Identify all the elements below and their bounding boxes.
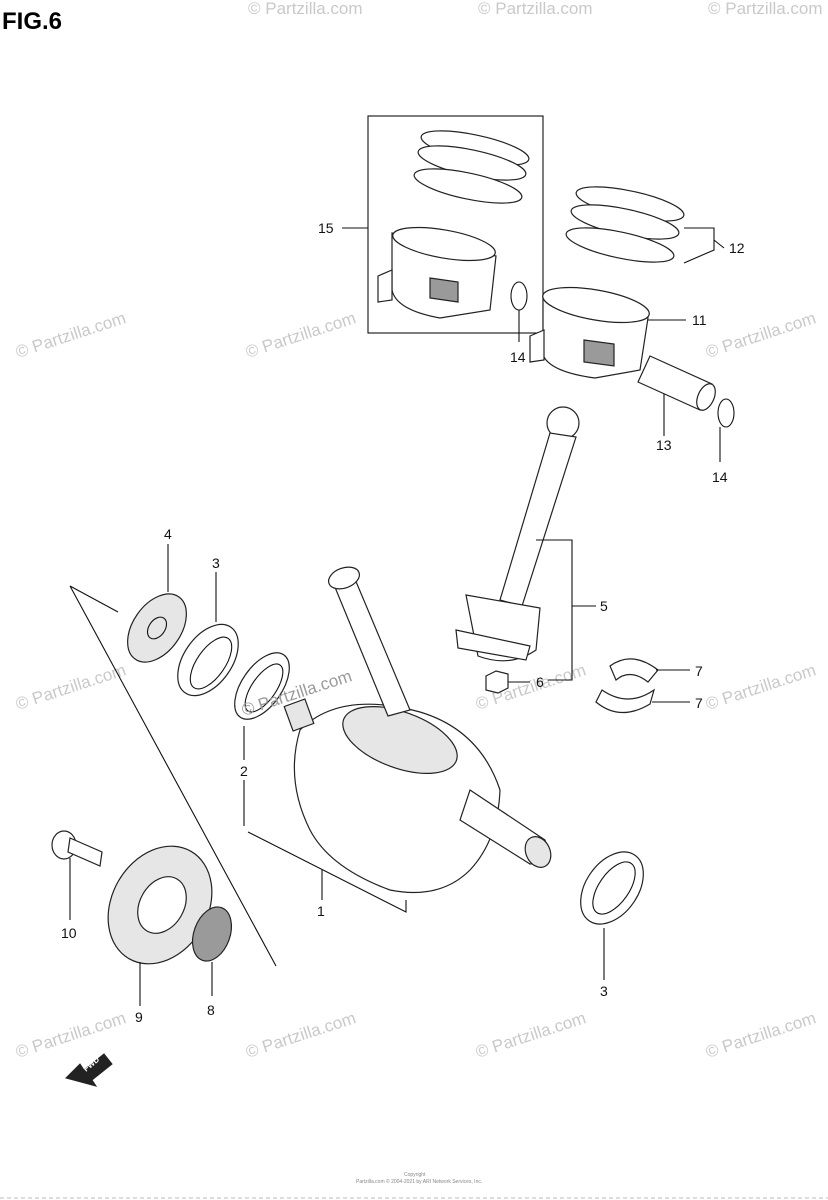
callout-2: 2 — [240, 763, 248, 779]
group-line-5 — [536, 539, 596, 681]
watermark: © Partzilla.com — [13, 660, 128, 713]
oil-seal — [234, 652, 290, 720]
callout-13: 13 — [656, 437, 672, 453]
watermark: © Partzilla.com — [703, 308, 818, 361]
copyright-line-2: Partzilla.com © 2004-2021 by ARI Network… — [356, 1178, 482, 1185]
fwd-arrow: FWD — [65, 1053, 113, 1087]
callout-10: 10 — [61, 925, 77, 941]
callouts: 1 2 3 3 4 5 6 7 7 8 9 10 11 12 13 14 14 … — [61, 220, 745, 1025]
watermark: © Partzilla.com — [703, 660, 818, 713]
piston-crown — [392, 226, 496, 262]
connecting-rod — [455, 406, 580, 662]
group-line-12 — [683, 227, 725, 264]
watermark: © Partzilla.com — [13, 308, 128, 361]
callout-9: 9 — [135, 1009, 143, 1025]
callout-7: 7 — [695, 695, 703, 711]
watermark: © Partzilla.com — [243, 308, 358, 361]
crankshaft — [283, 566, 552, 894]
conrod-bearing — [595, 688, 656, 714]
callout-3: 3 — [600, 983, 608, 999]
watermark: © Partzilla.com — [248, 0, 363, 18]
crank-gear — [283, 698, 315, 732]
watermark: © Partzilla.com — [708, 0, 823, 18]
piston-skirt — [377, 269, 393, 303]
circlip — [510, 281, 528, 311]
watermark: © Partzilla.com — [703, 1008, 818, 1061]
crankshaft-end — [524, 836, 552, 868]
piston — [529, 286, 650, 379]
piston-pin-boss — [429, 277, 459, 303]
callout-7: 7 — [695, 663, 703, 679]
watermark: © Partzilla.com — [243, 1008, 358, 1061]
thrust-washer — [127, 593, 187, 663]
watermark: © Partzilla.com — [478, 0, 593, 18]
piston-ring — [413, 168, 523, 204]
callout-8: 8 — [207, 1002, 215, 1018]
callout-5: 5 — [600, 598, 608, 614]
bolt-shank — [67, 837, 103, 867]
circlip — [717, 398, 735, 428]
piston-pin — [637, 355, 716, 411]
callout-14: 14 — [510, 349, 526, 365]
piston-crown — [542, 286, 650, 324]
rod-nut — [485, 670, 509, 694]
piston-pin-boss — [583, 339, 615, 367]
callout-1: 1 — [317, 903, 325, 919]
fwd-arrow-icon — [65, 1053, 113, 1087]
thrust-washer-hole — [146, 616, 168, 640]
starter-clutch — [107, 845, 213, 965]
piston-set-box — [367, 115, 544, 334]
callout-15: 15 — [318, 220, 334, 236]
group-line-left — [69, 585, 407, 967]
crank-rod — [331, 571, 411, 717]
crank-bearing — [177, 623, 239, 697]
piston-ring — [565, 227, 675, 263]
crank-journal — [342, 706, 458, 774]
callout-12: 12 — [729, 240, 745, 256]
piston-skirt — [529, 329, 545, 363]
starter-bolt — [51, 830, 103, 867]
callout-4: 4 — [164, 526, 172, 542]
starter-idle-gear — [191, 906, 233, 962]
oil-seal-inner — [244, 663, 284, 713]
rod-beam — [499, 432, 577, 607]
watermark: © Partzilla.com — [13, 1008, 128, 1061]
crank-rod-eye — [327, 566, 361, 590]
callout-11: 11 — [692, 312, 707, 328]
piston-pin-end — [696, 383, 716, 411]
rod-cap — [455, 629, 531, 661]
starter-clutch-hub — [137, 876, 187, 934]
callout-3: 3 — [212, 555, 220, 571]
crank-bearing-inner — [592, 861, 636, 915]
conrod-bearing — [609, 658, 659, 683]
watermark: © Partzilla.com — [473, 1008, 588, 1061]
callout-14: 14 — [712, 469, 728, 485]
piston-set-assembly — [367, 115, 544, 334]
piston-rings — [565, 186, 685, 263]
copyright-line-1: Copyright — [404, 1172, 426, 1178]
callout-6: 6 — [536, 674, 544, 690]
idle-gear — [191, 906, 233, 962]
figure-title: FIG.6 — [2, 8, 62, 35]
crank-bearing-inner — [189, 636, 233, 690]
crank-bearing — [580, 851, 644, 925]
